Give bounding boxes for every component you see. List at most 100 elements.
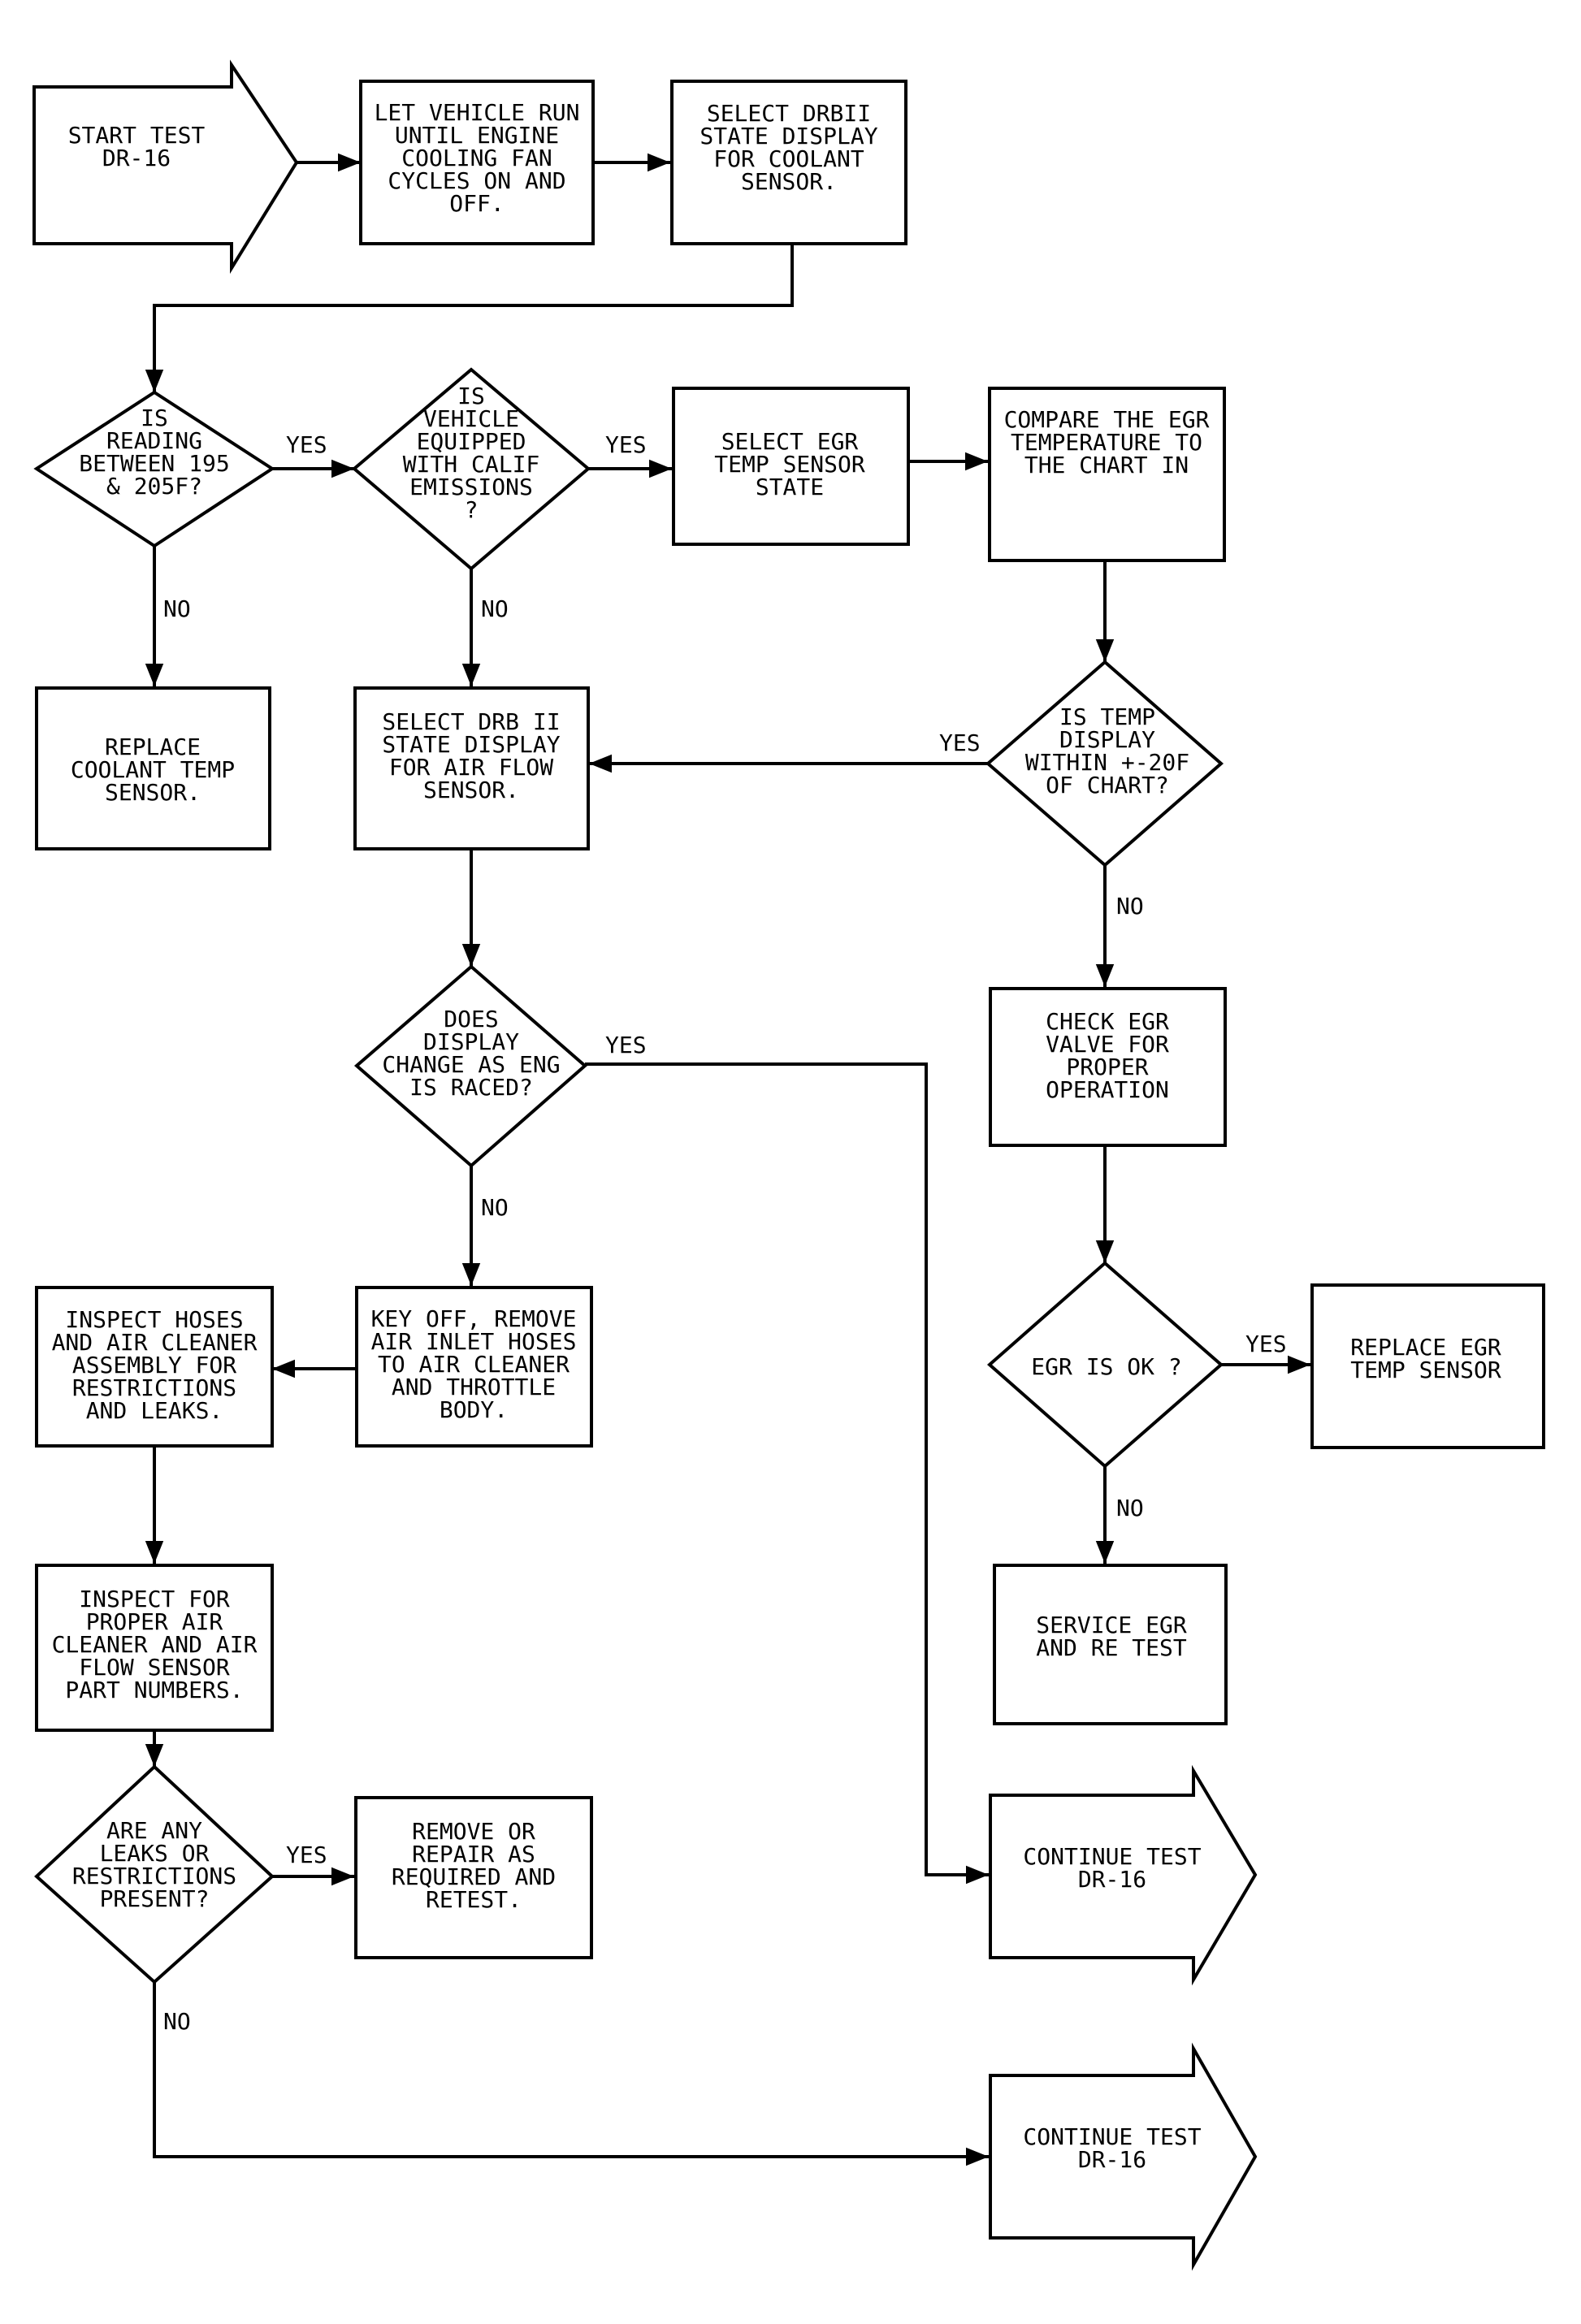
start-line-1: START TEST [68, 122, 206, 149]
d-calif-line-2: VEHICLE [423, 405, 519, 432]
check-egr-line-2: VALVE FOR [1046, 1031, 1169, 1058]
d-read-line-1: IS [141, 405, 168, 431]
temp-decision-shape [985, 660, 1224, 868]
d-calif-line-1: IS [457, 383, 485, 409]
compare-box [988, 387, 1226, 562]
d-temp-line-2: DISPLAY [1059, 726, 1155, 753]
egr-ok-no-label: NO [1116, 1495, 1144, 1521]
inspect-hoses-line-3: ASSEMBLY FOR [72, 1352, 236, 1378]
d-display-line-3: CHANGE AS ENG [382, 1051, 560, 1078]
sel-air-line-1: SELECT DRB II [382, 708, 560, 735]
warm-line-3: COOLING FAN [401, 145, 552, 171]
check-egr-box [989, 987, 1227, 1147]
remove-repair-line-3: REQUIRED AND [392, 1863, 556, 1890]
warm-line-2: UNTIL ENGINE [395, 122, 559, 149]
warm-line-5: OFF. [449, 190, 504, 217]
inspect-parts-line-4: FLOW SENSOR [79, 1654, 230, 1681]
egr-ok-decision-text: EGR IS OK ? [1031, 1353, 1181, 1380]
connector-display-yes [585, 1062, 989, 1885]
inspect-parts-box [35, 1564, 274, 1732]
d-calif-line-4: WITH CALIF [403, 451, 540, 478]
inspect-hoses-box [35, 1286, 274, 1448]
compare-line-2: TEMPERATURE TO [1011, 429, 1202, 456]
d-read-line-3: BETWEEN 195 [79, 450, 229, 477]
replace-egr-line-2: TEMP SENSOR [1350, 1357, 1501, 1383]
d-display-line-1: DOES [444, 1006, 498, 1032]
inspect-parts-line-5: PART NUMBERS. [65, 1677, 243, 1703]
key-off-line-5: BODY. [440, 1396, 508, 1423]
compare-line-3: THE CHART IN [1024, 452, 1189, 478]
check-egr-line-3: PROPER [1066, 1054, 1148, 1080]
display-decision-shape [353, 964, 588, 1168]
check-egr-line-1: CHECK EGR [1046, 1008, 1169, 1035]
inspect-parts-line-3: CLEANER AND AIR [52, 1631, 258, 1658]
connector-select-coolant-to-reading [145, 244, 794, 392]
reading-yes-label: YES [286, 431, 327, 458]
key-off-line-2: AIR INLET HOSES [371, 1328, 577, 1355]
reading-decision-shape [33, 390, 275, 548]
egr-ok-decision-shape [986, 1261, 1224, 1469]
continue1-line-1: CONTINUE TEST [1023, 1843, 1201, 1870]
d-temp-line-1: IS TEMP [1059, 703, 1155, 730]
d-leaks-line-4: PRESENT? [100, 1885, 210, 1912]
sel-cool-line-4: SENSOR. [741, 168, 837, 195]
replace-cool-line-3: SENSOR. [105, 779, 201, 806]
leaks-decision-shape [34, 1764, 275, 1984]
service-egr-line-1: SERVICE EGR [1036, 1612, 1187, 1638]
reading-no-label: NO [163, 595, 191, 622]
sel-egr-line-2: TEMP SENSOR [714, 451, 865, 478]
d-leaks-line-2: LEAKS OR [100, 1840, 210, 1867]
leaks-yes-label: YES [286, 1841, 327, 1868]
d-calif-line-6: ? [465, 496, 479, 523]
calif-no-label: NO [481, 595, 509, 622]
key-off-line-4: AND THROTTLE [392, 1374, 556, 1400]
d-display-line-4: IS RACED? [409, 1074, 533, 1101]
replace-egr-box [1310, 1283, 1545, 1449]
start-line-2: DR-16 [102, 145, 171, 171]
continue-arrow-shape-1 [989, 1764, 1258, 1986]
sel-egr-line-3: STATE [756, 474, 824, 500]
remove-repair-line-2: REPAIR AS [412, 1841, 535, 1867]
remove-repair-box [354, 1796, 593, 1959]
replace-coolant-box [35, 686, 271, 850]
sel-cool-line-3: FOR COOLANT [713, 145, 864, 172]
sel-air-line-2: STATE DISPLAY [382, 731, 560, 758]
inspect-parts-line-2: PROPER AIR [86, 1608, 223, 1635]
warm-line-1: LET VEHICLE RUN [375, 99, 580, 126]
replace-egr-line-1: REPLACE EGR [1350, 1334, 1501, 1361]
d-leaks-line-3: RESTRICTIONS [72, 1863, 236, 1889]
remove-repair-line-4: RETEST. [426, 1886, 522, 1913]
d-temp-line-3: WITHIN +-20F [1025, 749, 1189, 776]
replace-cool-line-2: COOLANT TEMP [71, 756, 235, 783]
d-calif-line-3: EQUIPPED [417, 428, 526, 455]
continue2-line-1: CONTINUE TEST [1023, 2123, 1201, 2150]
d-temp-line-4: OF CHART? [1046, 772, 1169, 798]
connector-lines [145, 153, 1310, 2166]
d-read-line-2: READING [106, 427, 202, 454]
leaks-no-label: NO [163, 2008, 191, 2035]
d-egr-ok-line-1: EGR IS OK ? [1031, 1353, 1181, 1380]
key-off-line-1: KEY OFF, REMOVE [371, 1305, 577, 1332]
temp-no-label: NO [1116, 893, 1144, 920]
compare-line-1: COMPARE THE EGR [1004, 406, 1210, 433]
remove-repair-line-1: REMOVE OR [412, 1818, 535, 1845]
sel-air-line-3: FOR AIR FLOW [389, 754, 553, 781]
select-air-flow-box [353, 686, 590, 850]
flowchart-shapes [32, 59, 1545, 2271]
connector-leaks-no [153, 1982, 989, 2166]
inspect-hoses-line-2: AND AIR CLEANER [52, 1329, 258, 1356]
